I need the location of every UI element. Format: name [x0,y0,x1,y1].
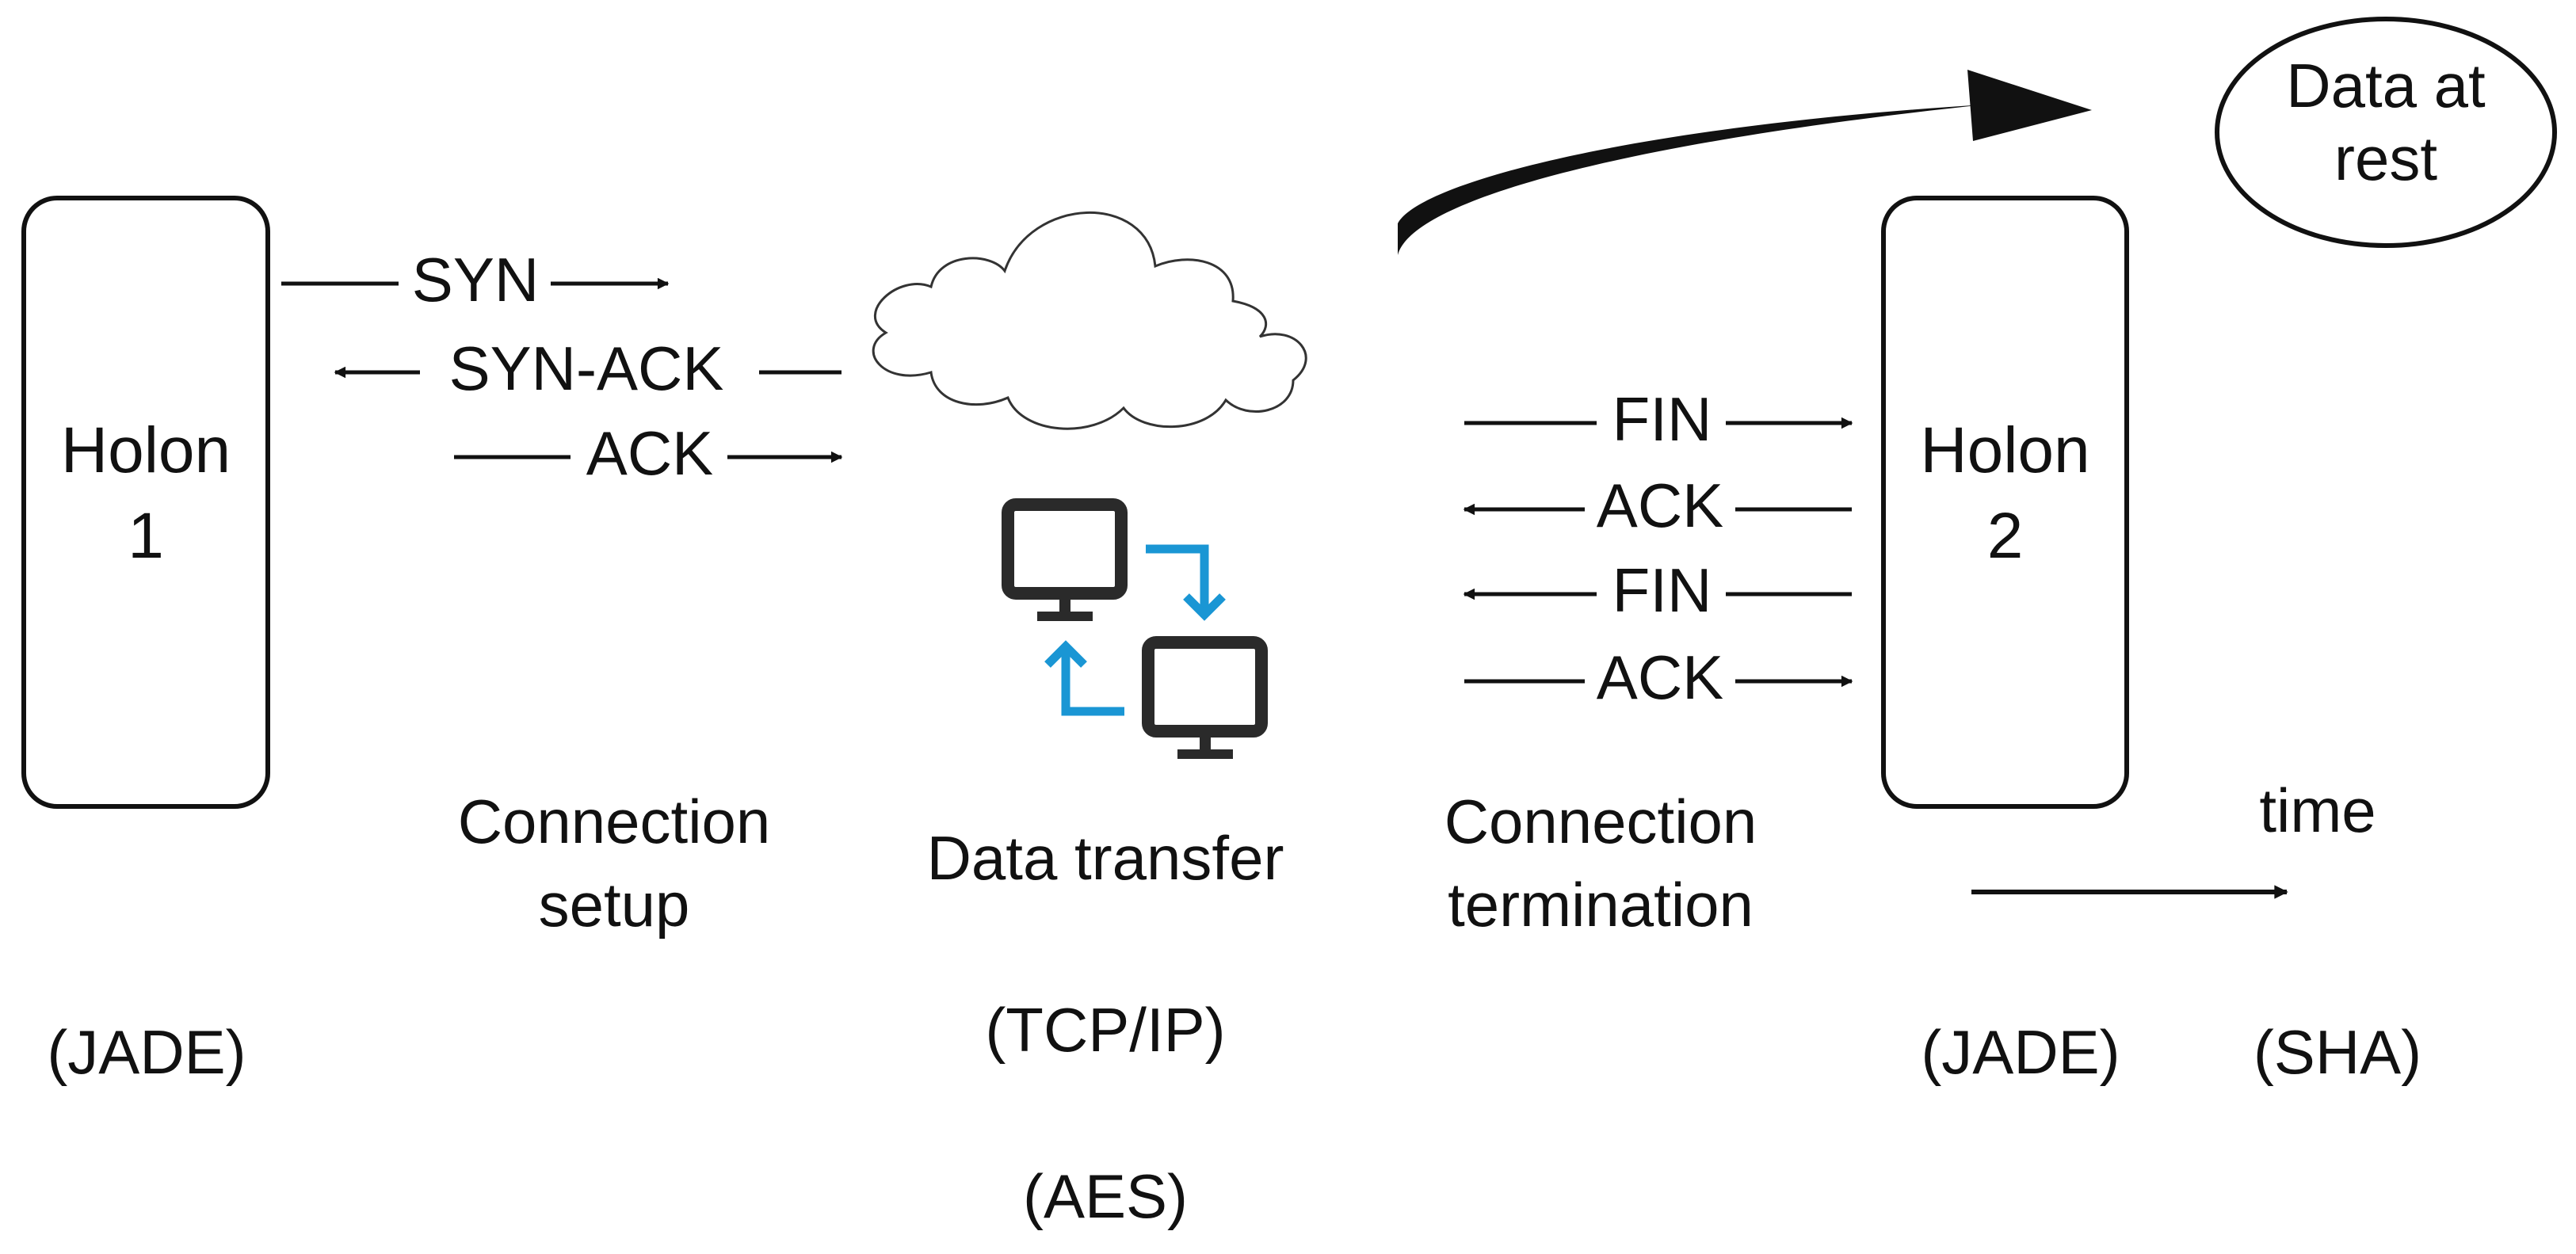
holon-2-title: Holon [1920,414,2090,486]
data-at-rest-label: Data at rest [2234,49,2537,195]
setup-caption-line1: Connection [457,787,771,856]
connection-termination-caption: Connection termination [1379,780,1822,947]
aes-label: (AES) [1022,1161,1189,1231]
ack3-label: ACK [1596,642,1724,712]
storage-arrow-head [1967,70,2092,141]
data-at-rest-line1: Data at [2286,51,2486,120]
holon-1-title: Holon [60,414,231,486]
syn-label: SYN [411,245,540,314]
fin-label: FIN [1612,384,1712,454]
holon-2-box [1881,196,2129,809]
tcpip-label: (TCP/IP) [985,995,1226,1065]
cloud-icon [872,211,1307,430]
transfer-arrows-icon [1044,544,1226,716]
holon-2-number: 2 [1986,500,2024,573]
jade-label-left: (JADE) [47,1017,246,1087]
holon-1-label: Holon 1 [24,408,268,579]
ack2-label: ACK [1596,471,1724,540]
storage-arrow-shaft [1398,105,1985,255]
jade-label-right: (JADE) [1921,1017,2120,1087]
data-transfer-caption: Data transfer [926,823,1284,893]
termination-caption-line1: Connection [1444,787,1757,856]
synack-label: SYN-ACK [448,334,724,403]
ack-label: ACK [586,418,714,488]
sha-label: (SHA) [2253,1017,2422,1087]
holon-1-number: 1 [128,500,164,573]
data-at-rest-ellipse [2215,17,2557,248]
holon-2-label: Holon 2 [1883,408,2127,579]
connection-setup-caption: Connection setup [396,780,832,947]
holon-1-box [21,196,270,809]
computer-icon-left [1002,498,1128,621]
setup-arrows [281,277,843,463]
termination-caption-line2: termination [1448,870,1754,940]
setup-caption-line2: setup [538,870,690,940]
fin2-label: FIN [1612,555,1712,625]
data-at-rest-line2: rest [2334,124,2438,194]
computer-icon-right [1142,636,1268,759]
termination-arrows [1463,417,1853,688]
time-label: time [2259,776,2376,845]
